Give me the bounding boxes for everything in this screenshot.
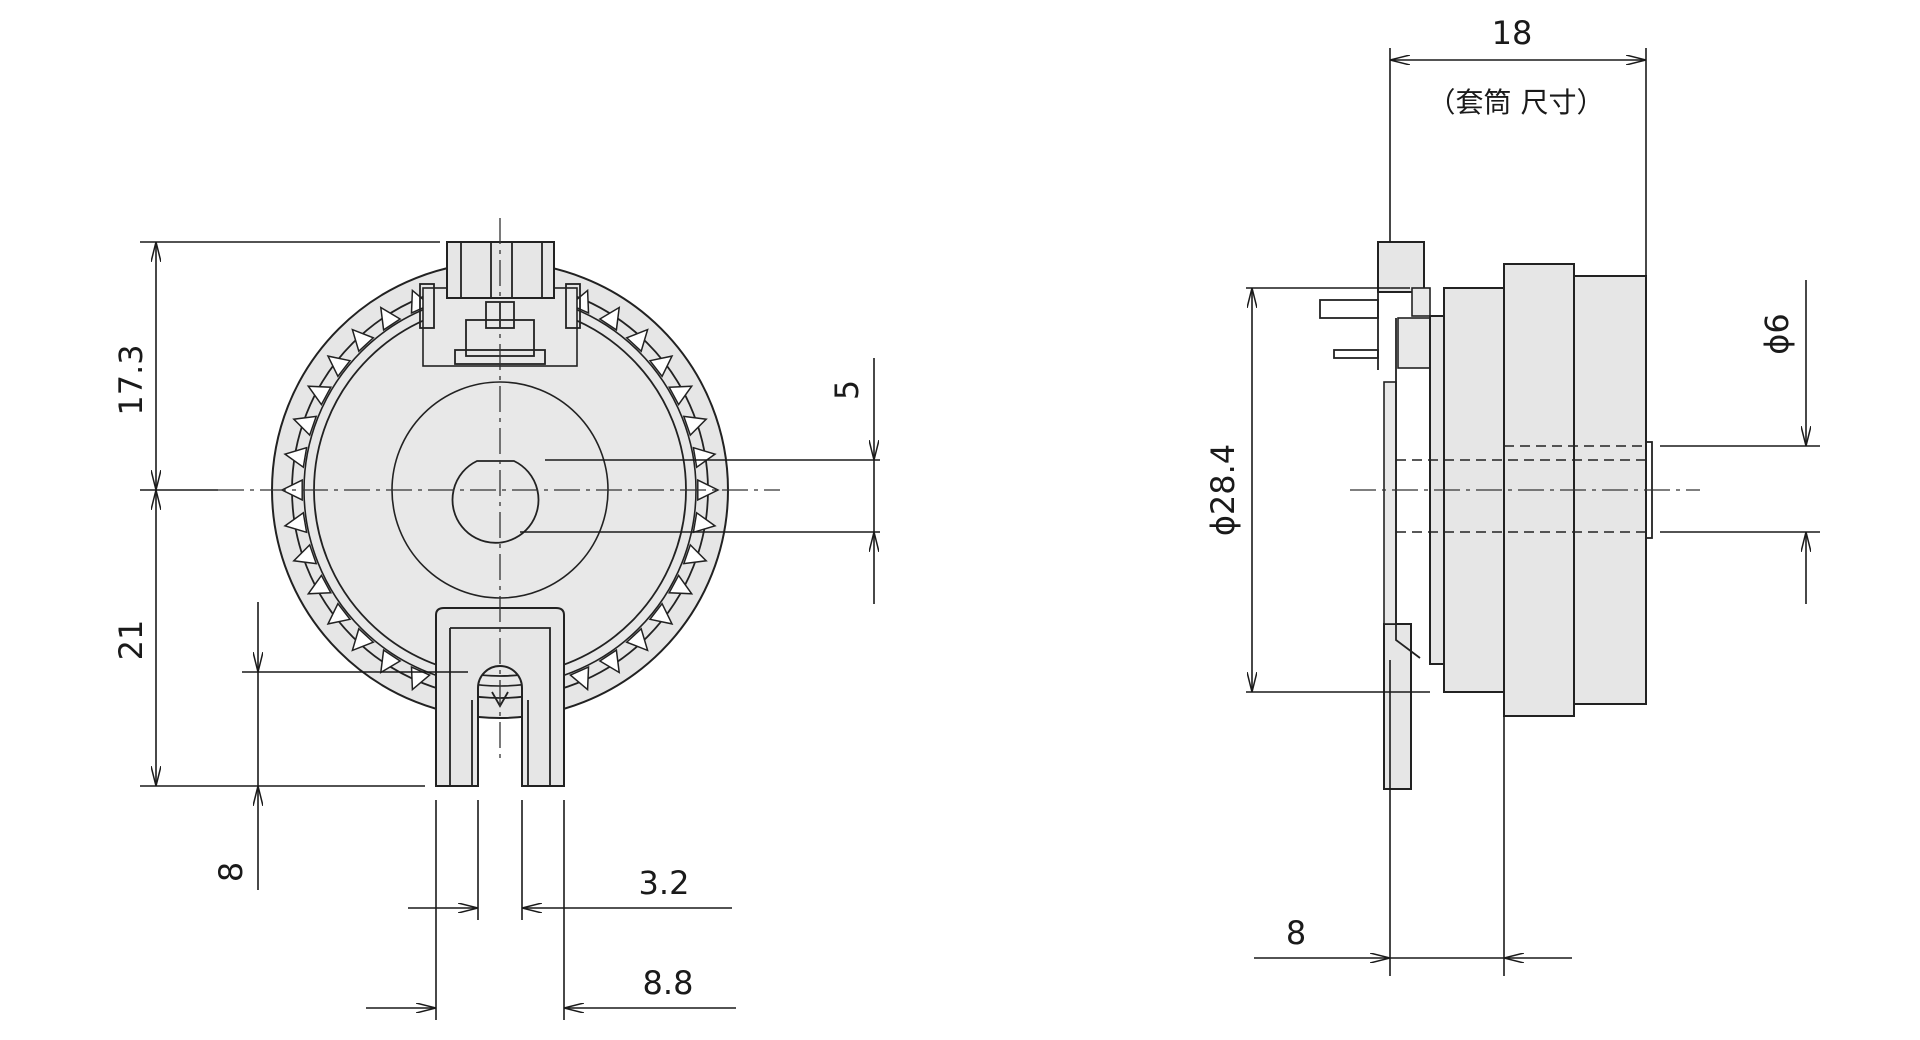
dim-label-8-8: 8.8: [643, 964, 694, 1002]
knob-tooth: [568, 665, 590, 692]
mount-plate: [1383, 623, 1412, 790]
bottom-terminal: [435, 607, 565, 787]
side-view: 18 （套筒 尺寸） ϕ28.4 ϕ6 8: [1204, 14, 1820, 976]
dim-note-bushing: （套筒 尺寸）: [1428, 86, 1605, 119]
knob-tooth: [306, 385, 333, 407]
dim-label-3-2: 3.2: [639, 864, 690, 902]
knob-tooth: [598, 648, 621, 674]
knob-tooth: [598, 306, 621, 332]
knob-tooth: [292, 415, 318, 437]
dim-label-8-front: 8: [212, 862, 250, 882]
knob-tooth: [648, 355, 674, 378]
knob-serration: [280, 288, 720, 692]
dim-label-21: 21: [112, 620, 150, 661]
knob-tooth: [667, 385, 694, 407]
knob-tooth: [292, 543, 318, 565]
dim-label-8-side: 8: [1286, 914, 1306, 952]
dim-label-17-3: 17.3: [112, 344, 150, 415]
knob-tooth: [625, 627, 649, 652]
knob-tooth: [351, 328, 375, 353]
side-connector: [1377, 241, 1425, 293]
dim-label-5: 5: [828, 380, 866, 400]
dim-label-diameter-28-4: ϕ28.4: [1204, 444, 1242, 536]
knob-tooth: [648, 602, 674, 625]
knob-tooth: [667, 573, 694, 595]
front-view: 17.3 21 5 8 3.2 8.8: [112, 218, 880, 1020]
shaft-section: [451, 460, 540, 544]
knob-tooth: [283, 511, 308, 534]
knob-tooth: [326, 355, 352, 378]
knob-tooth: [351, 627, 375, 652]
knob-tooth: [326, 602, 352, 625]
knob-tooth: [692, 511, 717, 534]
dim-label-diameter-6: ϕ6: [1758, 313, 1796, 354]
knob-tooth: [379, 648, 402, 674]
knob-tooth: [306, 573, 333, 595]
knob-tooth: [682, 543, 708, 565]
knob-tooth: [379, 306, 402, 332]
knob-tooth: [283, 446, 308, 469]
dim-label-18: 18: [1492, 14, 1533, 52]
knob-tooth: [682, 415, 708, 437]
knob-tooth: [625, 328, 649, 353]
